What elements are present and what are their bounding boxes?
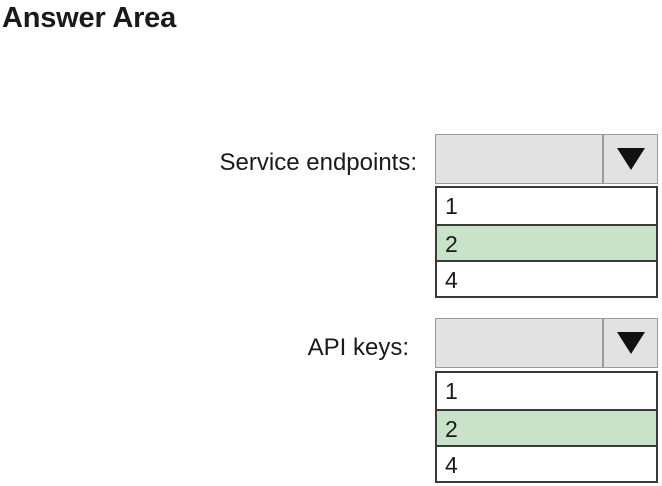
api-keys-dropdown-value (436, 319, 602, 367)
api-keys-option-1[interactable]: 1 (445, 378, 458, 404)
api-keys-label: API keys: (307, 334, 409, 361)
page-title: Answer Area (2, 2, 177, 34)
api-keys-option-2[interactable]: 2 (437, 409, 656, 445)
triangle-down-icon (616, 332, 645, 354)
service-endpoints-option-4[interactable]: 4 (437, 260, 656, 296)
service-endpoints-label: Service endpoints: (219, 149, 417, 176)
api-keys-dropdown-arrow-button[interactable] (602, 319, 657, 367)
triangle-down-icon (616, 148, 645, 170)
service-endpoints-dropdown[interactable] (435, 134, 658, 184)
api-keys-dropdown[interactable] (435, 318, 658, 368)
service-endpoints-option-2[interactable]: 2 (437, 224, 656, 260)
service-endpoints-dropdown-arrow-button[interactable] (602, 135, 657, 183)
service-endpoints-options-list: 1 2 4 (435, 186, 658, 298)
api-keys-option-4[interactable]: 4 (437, 445, 656, 481)
service-endpoints-dropdown-value (436, 135, 602, 183)
service-endpoints-option-1[interactable]: 1 (445, 193, 458, 219)
api-keys-options-list: 1 2 4 (435, 371, 658, 483)
